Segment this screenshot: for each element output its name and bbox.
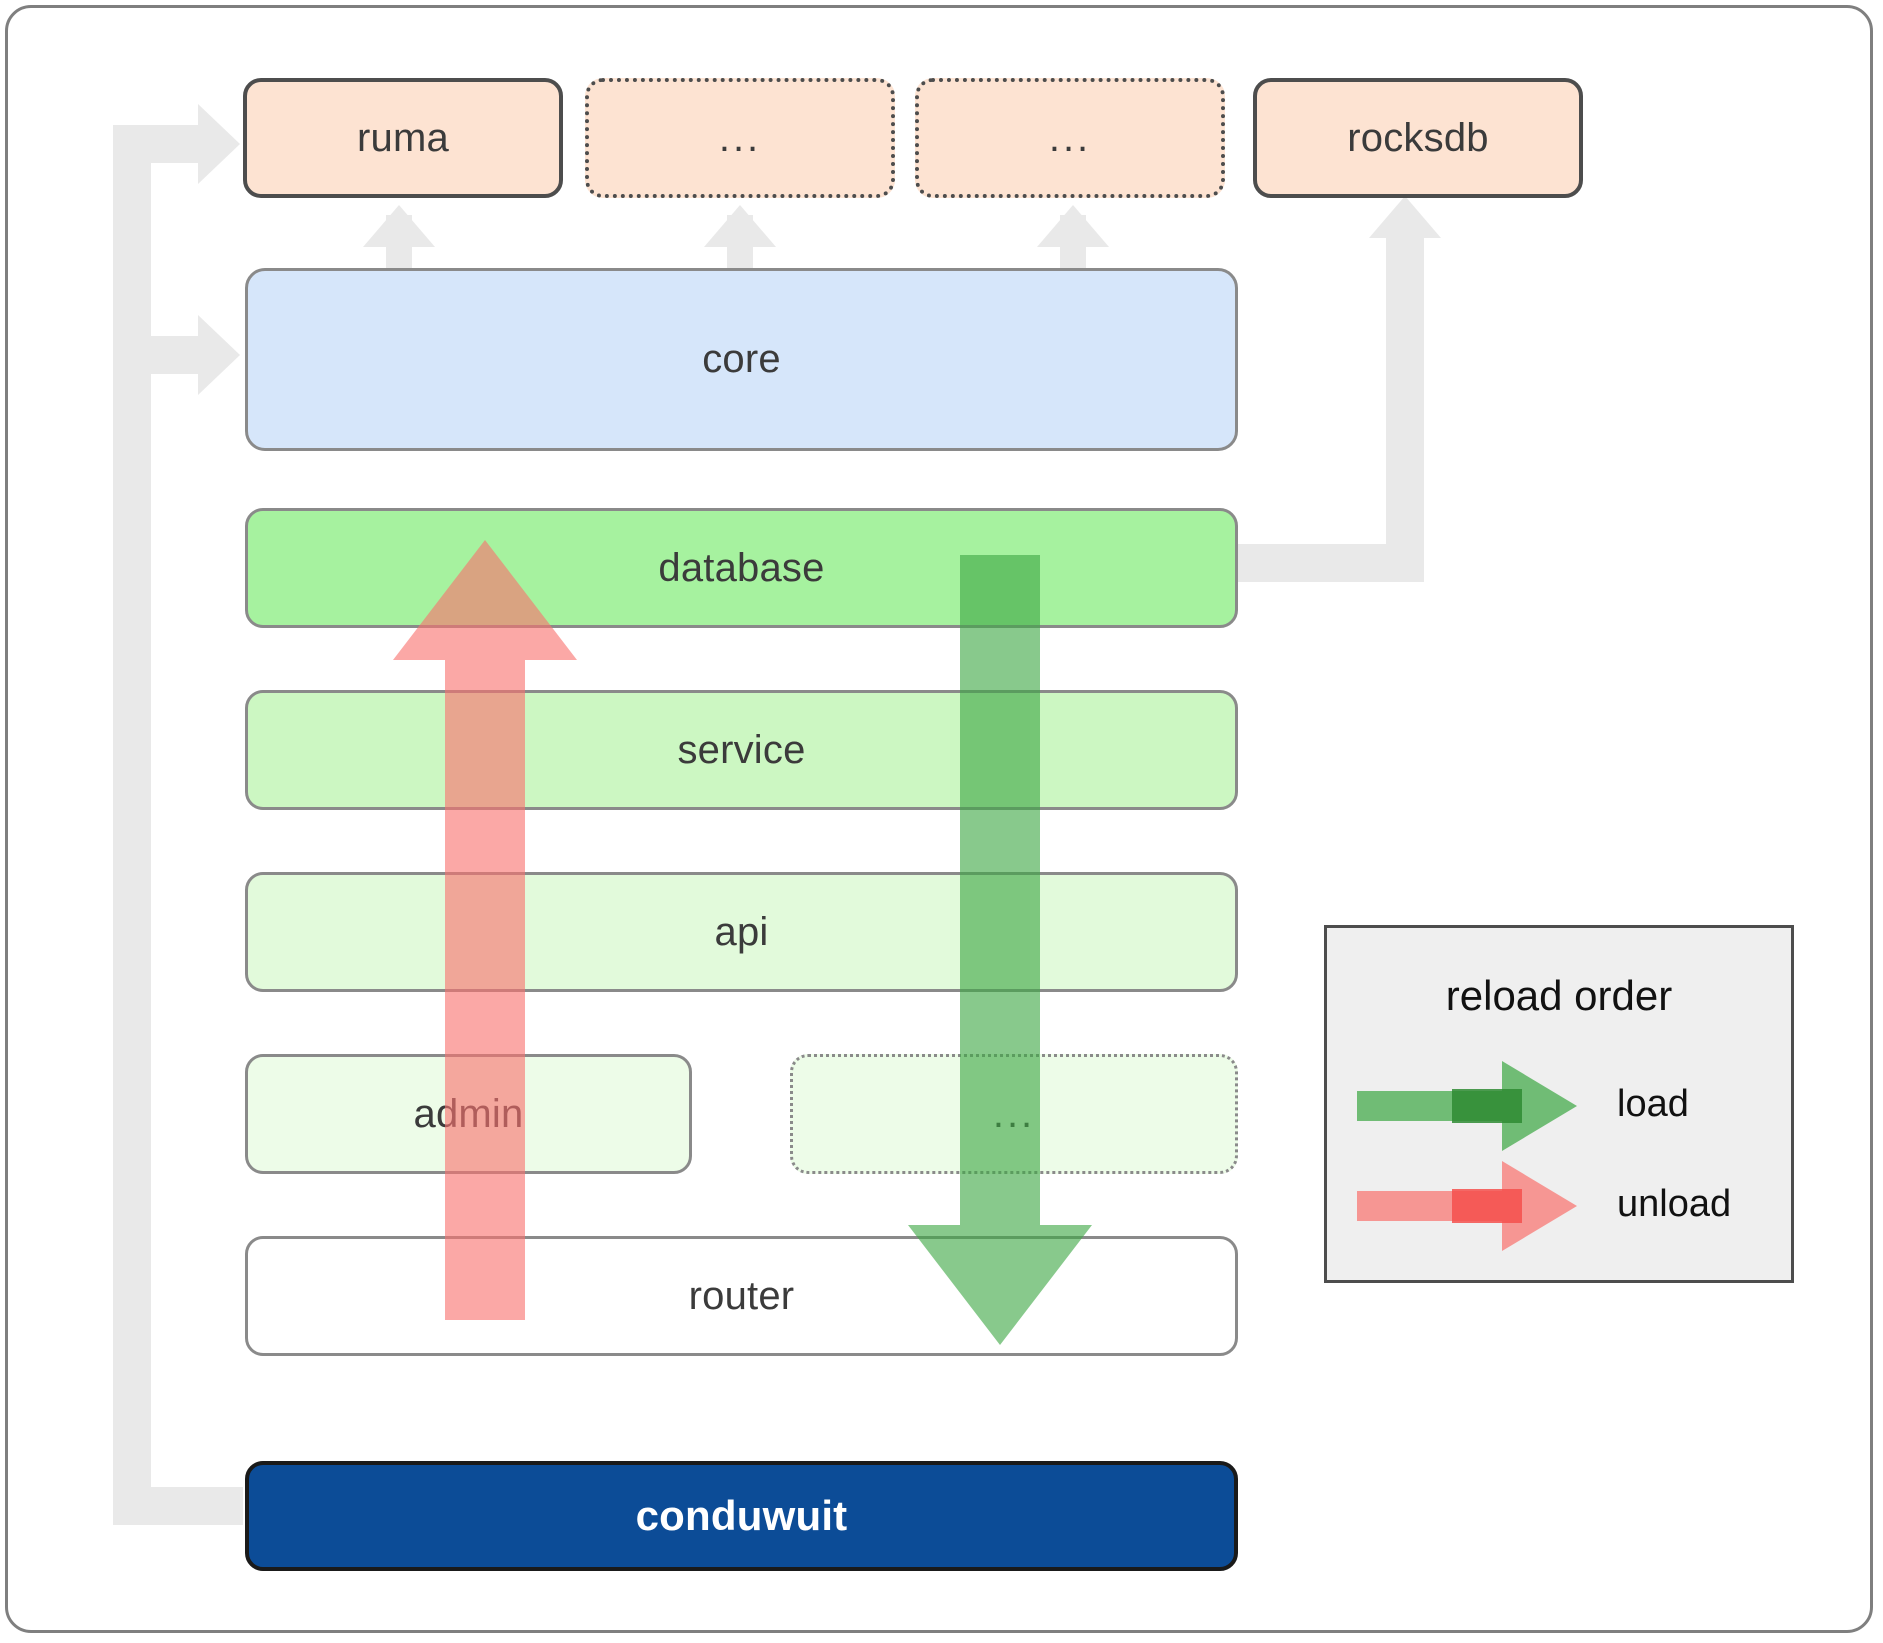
node-layer-dots-label: ... <box>992 1091 1036 1136</box>
connector-db-to-rocksdb-horizontal <box>1218 544 1414 582</box>
node-database-label: database <box>658 545 825 590</box>
node-conduwuit[interactable]: conduwuit <box>245 1461 1238 1571</box>
legend-load-arrow-icon <box>1357 1061 1577 1151</box>
node-ruma-label: ruma <box>357 115 449 160</box>
node-dependency-dots-2[interactable]: ... <box>915 78 1225 198</box>
connector-to-ruma-stem <box>113 125 203 163</box>
connector-to-app <box>113 1487 243 1525</box>
node-admin-label: admin <box>413 1091 524 1136</box>
connector-core-to-dots2-head <box>1037 205 1109 247</box>
node-router-label: router <box>688 1273 795 1318</box>
node-ruma[interactable]: ruma <box>243 78 563 198</box>
node-rocksdb[interactable]: rocksdb <box>1253 78 1583 198</box>
node-dependency-dots-2-label: ... <box>1048 115 1092 160</box>
connector-left-rail <box>113 125 151 1525</box>
node-core[interactable]: core <box>245 268 1238 451</box>
connector-to-ruma-head <box>198 104 240 184</box>
node-conduwuit-label: conduwuit <box>635 1492 848 1539</box>
node-database[interactable]: database <box>245 508 1238 628</box>
node-core-label: core <box>702 337 781 381</box>
node-dependency-dots-1[interactable]: ... <box>585 78 895 198</box>
node-dependency-dots-1-label: ... <box>718 115 762 160</box>
connector-to-core-head <box>198 315 240 395</box>
legend-title: reload order <box>1445 972 1673 1019</box>
node-service-label: service <box>677 727 806 772</box>
node-admin[interactable]: admin <box>245 1054 692 1174</box>
connector-db-to-rocksdb-head <box>1369 196 1441 238</box>
node-service[interactable]: service <box>245 690 1238 810</box>
connector-db-to-rocksdb-vertical <box>1386 238 1424 582</box>
node-api[interactable]: api <box>245 872 1238 992</box>
node-router[interactable]: router <box>245 1236 1238 1356</box>
connector-core-to-ruma-head <box>363 205 435 247</box>
node-api-label: api <box>714 909 769 954</box>
connector-to-core-stem <box>113 336 203 374</box>
node-rocksdb-label: rocksdb <box>1347 115 1489 160</box>
legend-load-label: load <box>1617 1083 1689 1125</box>
connector-core-to-dots1-head <box>704 205 776 247</box>
legend-unload-label: unload <box>1617 1183 1732 1225</box>
diagram-frame <box>5 5 1873 1633</box>
legend-panel: reload order load unload <box>1324 925 1794 1283</box>
legend-unload-arrow-icon <box>1357 1161 1577 1251</box>
node-layer-dots[interactable]: ... <box>790 1054 1238 1174</box>
